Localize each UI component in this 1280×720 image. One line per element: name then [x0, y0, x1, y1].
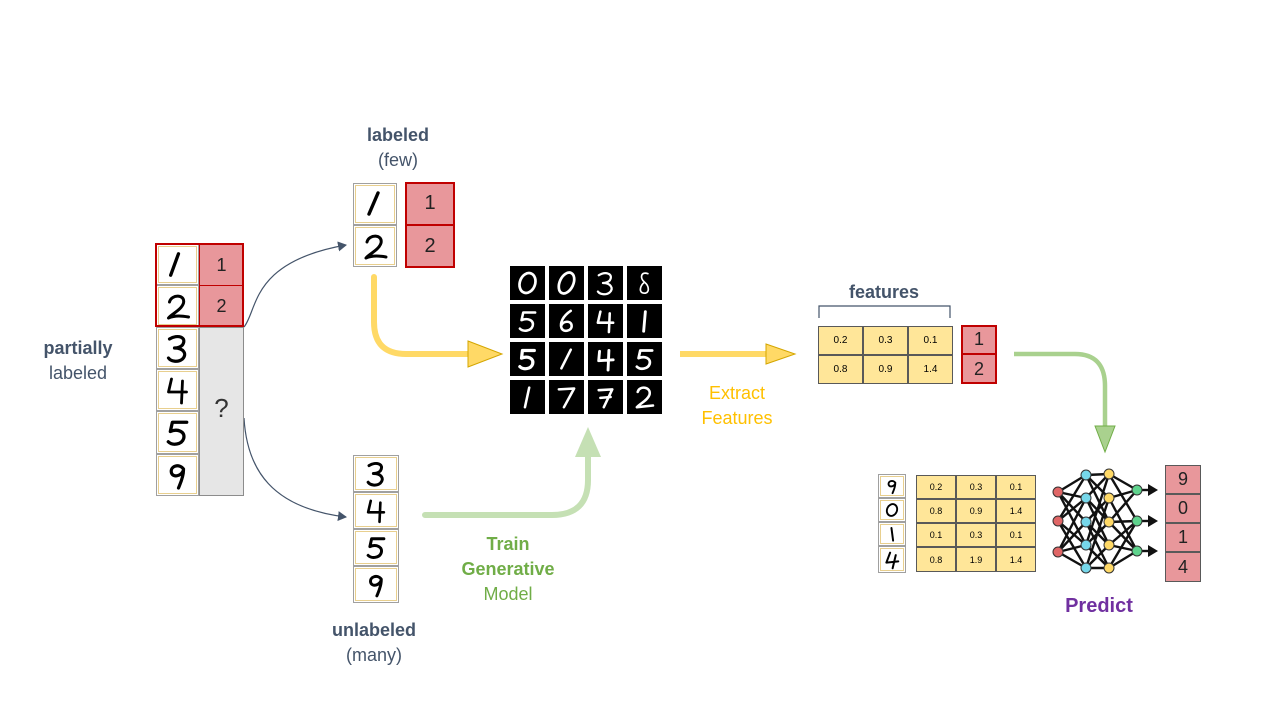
labeled-subtitle: (few) [378, 150, 418, 170]
feature-labels-highlight [961, 325, 997, 384]
predict-feature-cell: 1.9 [956, 547, 996, 572]
digit-image-1 [353, 183, 397, 225]
predict-feature-cell: 1.4 [996, 547, 1036, 572]
predict-feature-cell: 1.4 [996, 499, 1036, 523]
unlabeled-subtitle: (many) [345, 645, 402, 665]
predict-feature-cell: 0.3 [956, 475, 996, 499]
digit-image-9 [156, 454, 199, 496]
predict-label: Predict [1065, 595, 1133, 617]
predict-feature-cell: 0.3 [956, 523, 996, 547]
features-bracket [818, 305, 951, 318]
digit-image-3 [353, 455, 399, 492]
digit-image-0 [878, 498, 906, 522]
labeled-labels-highlight [405, 182, 455, 268]
generated-digit-6 [549, 304, 584, 338]
generated-digit-3 [588, 266, 623, 300]
unlabeled-title: unlabeled [331, 620, 416, 640]
feature-cell: 0.8 [818, 355, 863, 384]
generated-digit-5 [510, 342, 545, 376]
generated-digit-7 [588, 380, 623, 414]
digit-image-4 [156, 369, 199, 411]
arrow-labeled-to-grid [371, 274, 473, 357]
predict-feature-cell: 0.8 [916, 499, 956, 523]
neural-network-icon [1052, 468, 1158, 574]
train-label: Train [486, 534, 530, 554]
generated-digit-0 [549, 266, 584, 300]
generated-digit-1 [549, 342, 584, 376]
features-title: features [848, 282, 920, 302]
connector-to-labeled [243, 241, 347, 328]
digit-image-5 [353, 529, 399, 566]
generative-label: Generative [461, 559, 555, 579]
partially-sublabel: labeled [48, 363, 108, 383]
feature-cell: 0.3 [863, 326, 908, 355]
generated-digit-5 [627, 342, 662, 376]
predicted-label-4: 4 [1165, 552, 1201, 582]
arrow-train-generative [422, 452, 591, 518]
partial-label-1: 1 [199, 244, 244, 286]
generated-digit-1 [627, 304, 662, 338]
predicted-label-1: 1 [1165, 523, 1201, 552]
digit-image-3 [156, 327, 199, 369]
digit-image-2 [353, 225, 397, 267]
predict-feature-cell: 0.8 [916, 547, 956, 572]
feature-cell: 0.9 [863, 355, 908, 384]
generated-digit-4 [588, 304, 623, 338]
partially-label: partially [43, 338, 113, 358]
generated-digit-8 [627, 266, 662, 300]
feature-cell: 0.2 [818, 326, 863, 355]
generated-digit-1 [510, 380, 545, 414]
digit-image-1 [878, 522, 906, 546]
predicted-label-0: 0 [1165, 494, 1201, 523]
generated-digit-4 [588, 342, 623, 376]
model-label: Model [483, 584, 533, 604]
feature-label-1: 1 [961, 325, 997, 354]
predict-feature-cell: 0.1 [996, 475, 1036, 499]
generated-digit-5 [510, 304, 545, 338]
partial-labeled-highlight [155, 243, 244, 327]
generated-digit-7 [549, 380, 584, 414]
connector-to-unlabeled [243, 417, 347, 521]
generated-digit-0 [510, 266, 545, 300]
digit-image-4 [353, 492, 399, 529]
generated-digit-2 [627, 380, 662, 414]
digit-image-9 [878, 474, 906, 498]
generated-digit-grid [510, 266, 664, 414]
predict-feature-cell: 0.2 [916, 475, 956, 499]
unknown-label-mark: ? [214, 393, 229, 423]
predicted-label-9: 9 [1165, 465, 1201, 494]
extract-features-label-1: Extract [708, 383, 765, 403]
digit-image-9 [353, 566, 399, 603]
digit-image-5 [156, 411, 199, 454]
predict-feature-cell: 0.9 [956, 499, 996, 523]
predict-feature-cell: 0.1 [996, 523, 1036, 547]
labeled-title: labeled [366, 125, 430, 145]
feature-cell: 0.1 [908, 326, 953, 355]
unknown-labels-panel [199, 327, 244, 496]
predict-feature-cell: 0.1 [916, 523, 956, 547]
extract-features-label-2: Features [701, 408, 773, 428]
feature-cell: 1.4 [908, 355, 953, 384]
digit-image-4 [878, 546, 906, 573]
arrow-to-predict [1014, 351, 1108, 428]
